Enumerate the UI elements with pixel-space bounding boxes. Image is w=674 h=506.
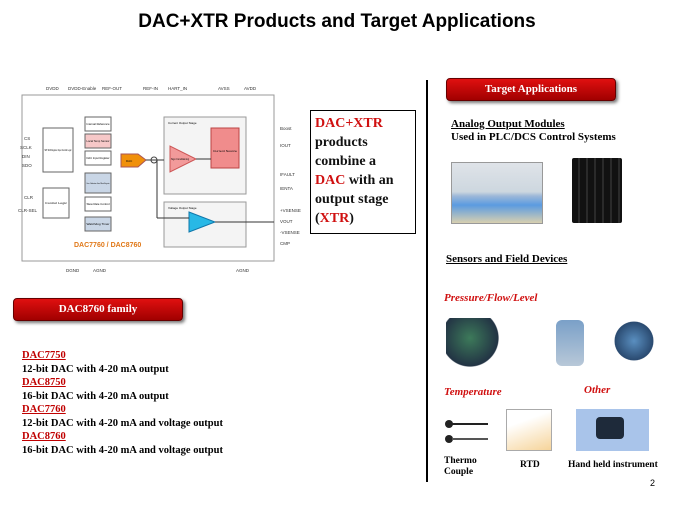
flow-transmitter-image bbox=[556, 320, 584, 366]
slide-title: DAC+XTR Products and Target Applications bbox=[138, 11, 536, 32]
pin-label: CS bbox=[24, 136, 30, 141]
dcs-module-image bbox=[572, 158, 622, 223]
dac8760-family-button[interactable]: DAC8760 family bbox=[13, 298, 183, 321]
block-label: Watchdog Timer bbox=[87, 222, 110, 226]
family-item-name: DAC8750 bbox=[22, 377, 66, 388]
family-item-name: DAC7750 bbox=[22, 350, 66, 361]
block-label: DAC Input Register bbox=[87, 156, 110, 160]
xtr-dac: DAC bbox=[315, 173, 346, 188]
pin-label: AVSS bbox=[218, 86, 230, 91]
block-label: Voltage Output Stage bbox=[168, 206, 197, 210]
pin-label: DIN bbox=[22, 154, 30, 159]
pin-label: IENTA bbox=[280, 186, 293, 191]
pin-label: VOUT bbox=[280, 219, 293, 224]
pin-label: HART_IN bbox=[168, 86, 187, 91]
block-label: SPI Shift Register Input Control Logic bbox=[45, 148, 72, 152]
plc-rack-image bbox=[451, 162, 543, 224]
block-label: Current Output Stage bbox=[168, 121, 197, 125]
family-list: DAC7750 12-bit DAC with 4-20 mA output D… bbox=[22, 349, 223, 457]
pin-label: DGND bbox=[66, 268, 80, 273]
xtr-line: DAC+XTR bbox=[315, 116, 383, 131]
block-label: Internal Reference bbox=[87, 122, 111, 126]
temperature-label: Temperature bbox=[444, 386, 502, 398]
vertical-divider bbox=[426, 80, 428, 482]
family-item-name: DAC8760 bbox=[22, 431, 66, 442]
family-item-desc: 12-bit DAC with 4-20 mA and voltage outp… bbox=[22, 417, 223, 429]
pressure-label: Pressure/Flow/Level bbox=[444, 292, 538, 304]
pin-label: IFAULT bbox=[280, 172, 295, 177]
paren: ) bbox=[349, 211, 354, 226]
xtr-word: XTR bbox=[319, 211, 350, 226]
pin-label: CMP bbox=[280, 241, 290, 246]
block-label: Local Temp Sensor bbox=[87, 139, 110, 143]
pin-label: REF-OUT bbox=[102, 86, 122, 91]
block-label: Current Source bbox=[213, 149, 237, 153]
pin-label: CLR bbox=[24, 195, 34, 200]
family-item-desc: 16-bit DAC with 4-20 mA output bbox=[22, 390, 169, 402]
part-label: DAC7760 / DAC8760 bbox=[74, 242, 141, 249]
pin-label: CLR-SEL bbox=[18, 208, 38, 213]
xtr-line: combine a bbox=[315, 154, 377, 169]
page-number: 2 bbox=[650, 478, 656, 488]
rtd-caption: RTD bbox=[520, 460, 540, 470]
rtd-image bbox=[506, 409, 552, 451]
pin-label: AGND bbox=[93, 268, 107, 273]
xtr-line: with an bbox=[345, 173, 394, 188]
handheld-instrument-image bbox=[576, 409, 649, 451]
analog-heading: Analog Output Modules bbox=[451, 118, 565, 130]
pressure-transmitter-image bbox=[446, 318, 506, 368]
pin-label: REF-IN bbox=[143, 86, 158, 91]
thermocouple-caption: Thermo Couple bbox=[444, 456, 477, 477]
sensors-heading: Sensors and Field Devices bbox=[446, 253, 568, 265]
level-transmitter-image bbox=[610, 320, 658, 362]
handheld-caption: Hand held instrument bbox=[568, 460, 658, 470]
block-label: DAC bbox=[126, 159, 133, 163]
family-item-desc: 12-bit DAC with 4-20 mA output bbox=[22, 363, 169, 375]
block-label: User Calibration Gain/Offset Register bbox=[87, 182, 110, 185]
pin-label: SDO bbox=[22, 163, 32, 168]
xtr-line: output stage bbox=[315, 192, 389, 207]
block-label: Control Logic bbox=[45, 201, 68, 205]
dac-block-diagram: DVDD DVDD-Enable REF-OUT REF-IN HART_IN … bbox=[18, 86, 301, 273]
block-label: Slew Rate Control bbox=[87, 202, 110, 206]
dac-xtr-description: DAC+XTR products combine a DAC with an o… bbox=[310, 110, 416, 234]
pin-label: AVDD bbox=[244, 86, 257, 91]
paren: ( bbox=[315, 211, 320, 226]
other-label: Other bbox=[584, 384, 611, 396]
pin-label: AGND bbox=[236, 268, 250, 273]
thermocouple-image bbox=[445, 420, 488, 443]
xtr-line: products bbox=[315, 135, 368, 150]
pin-label: SCLK bbox=[20, 145, 32, 150]
pin-label: -VSENSE bbox=[280, 230, 300, 235]
block-label: Sign Conditioning bbox=[171, 158, 190, 161]
pin-label: DVDD bbox=[46, 86, 60, 91]
pin-label: Boost bbox=[280, 126, 292, 131]
analog-subheading: Used in PLC/DCS Control Systems bbox=[451, 131, 616, 143]
target-applications-button[interactable]: Target Applications bbox=[446, 78, 616, 101]
family-item-desc: 16-bit DAC with 4-20 mA and voltage outp… bbox=[22, 444, 223, 456]
pin-label: IOUT bbox=[280, 143, 291, 148]
pin-label: DVDD-Enable bbox=[68, 86, 97, 91]
pin-label: +VSENSE bbox=[280, 208, 301, 213]
family-item-name: DAC7760 bbox=[22, 404, 66, 415]
